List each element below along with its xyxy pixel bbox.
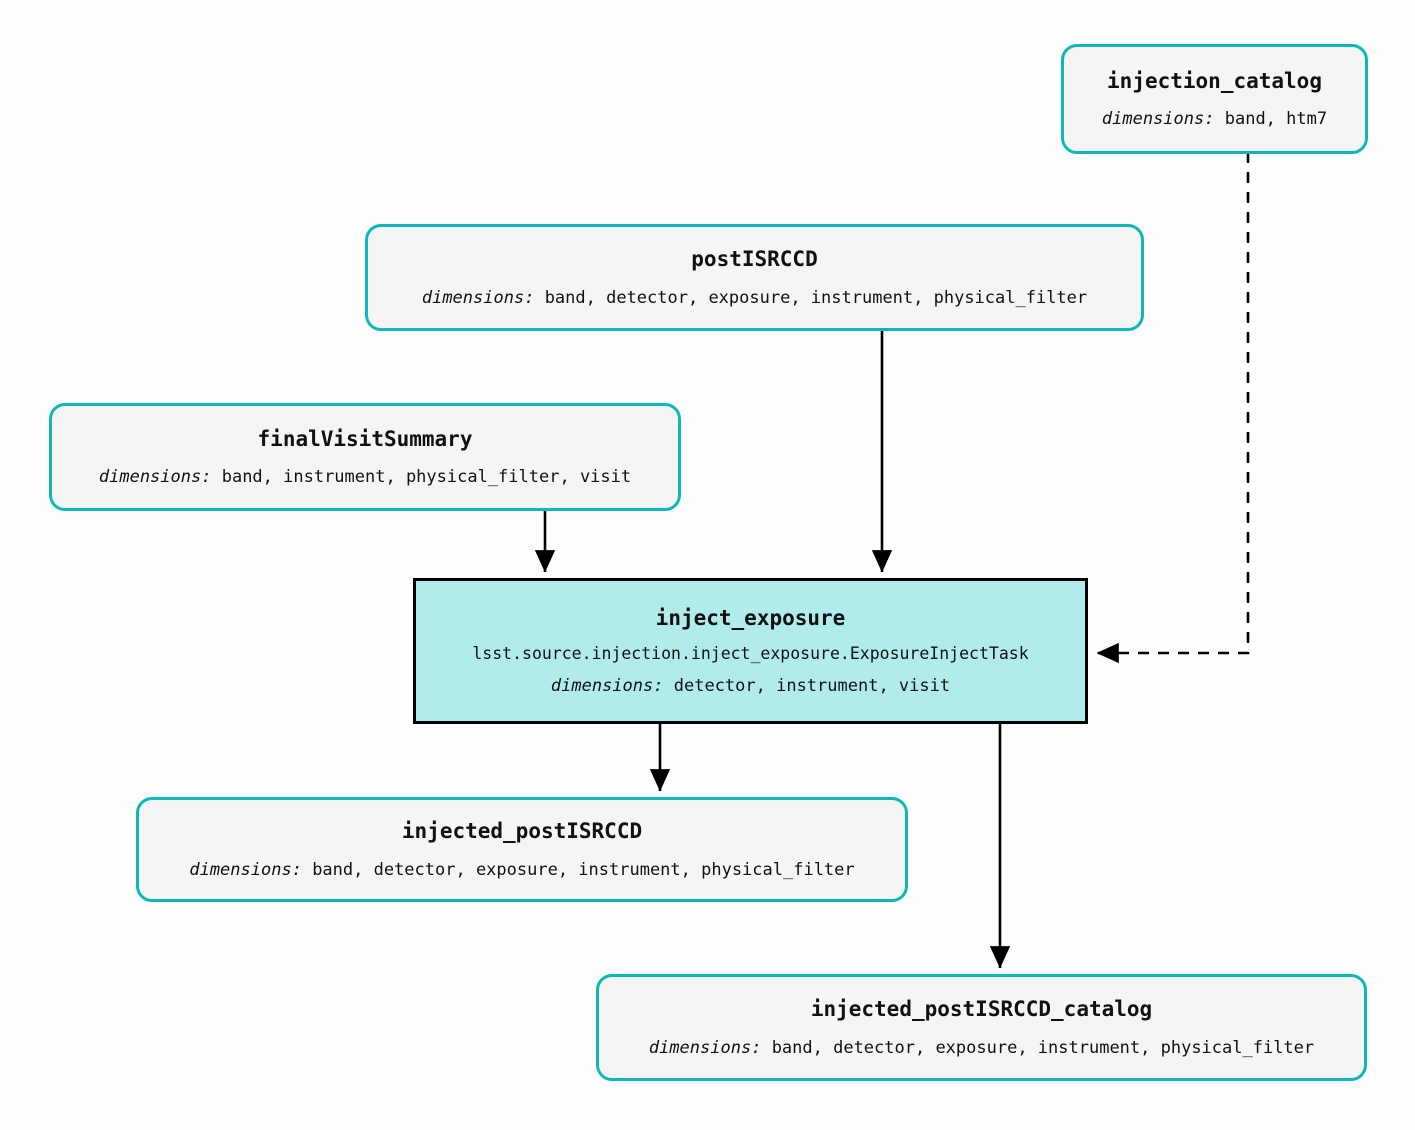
node-dimensions: dimensions: band, detector, exposure, in… <box>422 287 1087 309</box>
dimensions-label: dimensions: <box>189 859 302 880</box>
dimensions-label: dimensions: <box>550 676 664 697</box>
dimensions-value: band, instrument, physical_filter, visit <box>221 467 632 488</box>
dimensions-value: band, detector, exposure, instrument, ph… <box>312 859 855 880</box>
node-title: postISRCCD <box>691 247 818 272</box>
dimensions-label: dimensions: <box>421 287 535 308</box>
dimensions-label: dimensions: <box>98 467 212 488</box>
node-title: inject_exposure <box>655 605 846 630</box>
node-dimensions: dimensions: detector, instrument, visit <box>551 675 950 697</box>
node-dimensions: dimensions: band, detector, exposure, in… <box>189 859 854 881</box>
dimensions-value: band, htm7 <box>1224 109 1328 130</box>
node-inject-exposure[interactable]: inject_exposure lsst.source.injection.in… <box>413 578 1088 724</box>
node-title: finalVisitSummary <box>257 426 473 451</box>
node-title: injected_postISRCCD_catalog <box>810 997 1153 1022</box>
node-postisrccd[interactable]: postISRCCD dimensions: band, detector, e… <box>365 224 1144 331</box>
node-injection-catalog[interactable]: injection_catalog dimensions: band, htm7 <box>1061 44 1368 154</box>
node-finalvisitsummary[interactable]: finalVisitSummary dimensions: band, inst… <box>49 403 681 511</box>
dimensions-label: dimensions: <box>648 1037 762 1058</box>
dimensions-value: detector, instrument, visit <box>673 676 951 697</box>
node-dimensions: dimensions: band, detector, exposure, in… <box>649 1037 1314 1059</box>
node-class-path: lsst.source.injection.inject_exposure.Ex… <box>472 643 1029 663</box>
node-injected-postisrccd[interactable]: injected_postISRCCD dimensions: band, de… <box>136 797 908 902</box>
node-dimensions: dimensions: band, instrument, physical_f… <box>99 466 631 488</box>
dimensions-label: dimensions: <box>1101 109 1215 130</box>
node-dimensions: dimensions: band, htm7 <box>1102 108 1327 130</box>
node-title: injection_catalog <box>1107 68 1322 93</box>
node-title: injected_postISRCCD <box>401 819 643 844</box>
dimensions-value: band, detector, exposure, instrument, ph… <box>544 287 1088 308</box>
node-injected-postisrccd-catalog[interactable]: injected_postISRCCD_catalog dimensions: … <box>596 974 1367 1081</box>
dimensions-value: band, detector, exposure, instrument, ph… <box>771 1037 1315 1058</box>
